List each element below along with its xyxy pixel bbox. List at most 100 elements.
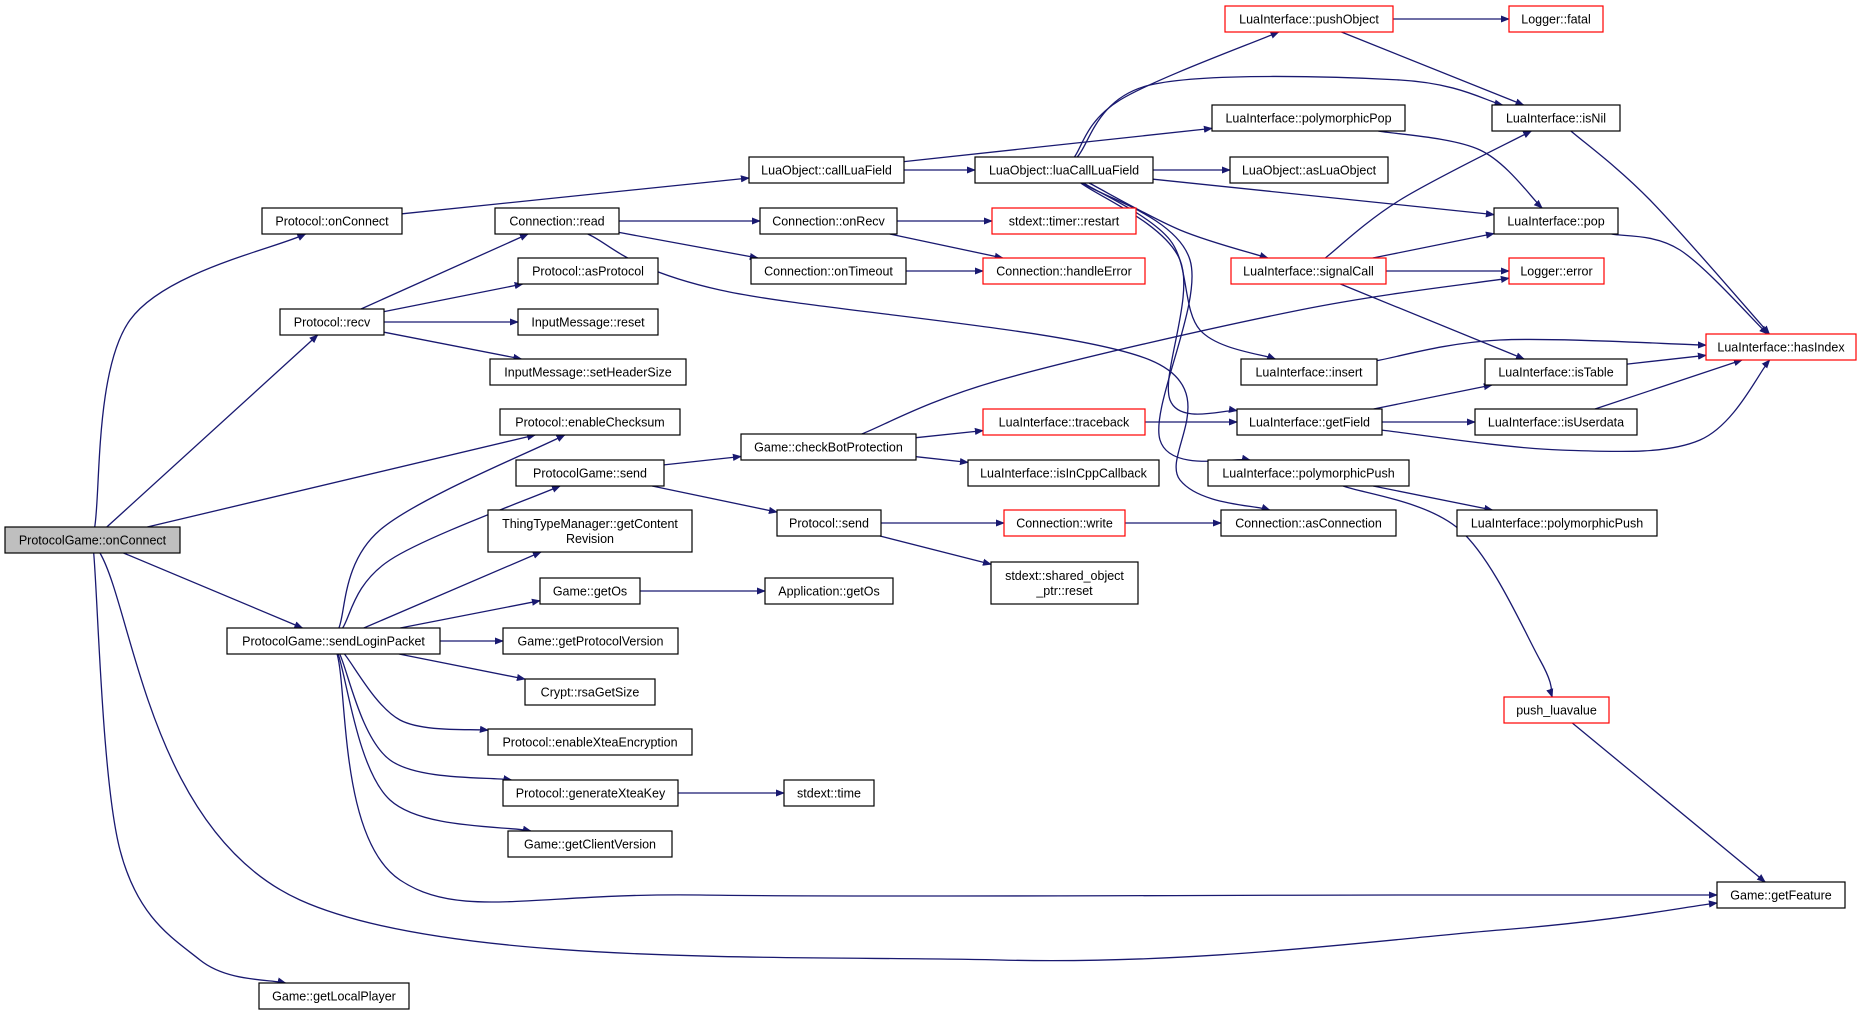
node-pg-send[interactable]: ProtocolGame::send [515,459,665,487]
node-conn-ontimeout[interactable]: Connection::onTimeout [750,257,907,285]
edge-line [400,598,541,629]
node-proto-enablechecksum[interactable]: Protocol::enableChecksum [499,408,681,436]
node-label: ProtocolGame::onConnect [19,533,167,547]
edge-line [147,433,537,528]
node-label: LuaObject::callLuaField [761,163,892,177]
node-box [750,257,907,285]
edge-line [1626,352,1707,365]
edge-line [587,233,1271,511]
node-label: Protocol::enableXteaEncryption [502,735,677,749]
node-logger-error[interactable]: Logger::error [1508,257,1605,285]
node-conn-handleerror[interactable]: Connection::handleError [982,257,1146,285]
node-box [517,257,659,285]
node-li-istable[interactable]: LuaInterface::isTable [1484,358,1628,386]
node-luaobj-callluafield[interactable]: LuaObject::callLuaField [748,156,905,184]
edge-line [1376,338,1707,362]
node-box [982,408,1146,436]
node-proto-asprotocol[interactable]: Protocol::asProtocol [517,257,659,285]
node-pg-sendlogin[interactable]: ProtocolGame::sendLoginPacket [226,627,441,655]
node-root[interactable]: ProtocolGame::onConnect [4,526,181,554]
node-li-signalcall[interactable]: LuaInterface::signalCall [1230,257,1387,285]
node-li-hasindex[interactable]: LuaInterface::hasIndex [1705,333,1857,361]
node-box [524,678,656,706]
edge-line [1340,283,1525,360]
node-li-isuserdata[interactable]: LuaInterface::isUserdata [1474,408,1638,436]
node-luaobj-asluaobject[interactable]: LuaObject::asLuaObject [1229,156,1389,184]
node-inmsg-setheader[interactable]: InputMessage::setHeaderSize [489,358,687,386]
edge-li_isuserdata-to-li_hasindex [1594,359,1743,410]
node-li-isnil[interactable]: LuaInterface::isNil [1491,104,1621,132]
node-li-insert[interactable]: LuaInterface::insert [1240,358,1378,386]
node-label: Connection::write [1016,516,1113,530]
node-conn-write[interactable]: Connection::write [1003,509,1126,537]
node-push-luavalue[interactable]: push_luavalue [1503,696,1610,724]
node-crypt-rsa[interactable]: Crypt::rsaGetSize [524,678,656,706]
node-game-getfeature[interactable]: Game::getFeature [1716,881,1846,909]
node-label: Game::getFeature [1730,888,1831,902]
edge-root-to-proto_onconnect [94,233,307,528]
node-box [764,577,894,605]
edge-li_polypush1-to-li_polypush2 [1372,485,1494,512]
node-game-checkbot[interactable]: Game::checkBotProtection [740,433,917,461]
node-proto-send[interactable]: Protocol::send [776,509,882,537]
node-game-getclientver[interactable]: Game::getClientVersion [507,830,673,858]
node-box [1503,696,1610,724]
edge-li_insert-to-li_hasindex [1376,338,1707,362]
node-box [1229,156,1389,184]
node-game-getlocalplayer[interactable]: Game::getLocalPlayer [258,982,410,1010]
edge-line [93,552,287,985]
node-proto-genxtea[interactable]: Protocol::generateXteaKey [502,779,679,807]
node-so-reset[interactable]: stdext::shared_object_ptr::reset [990,561,1139,605]
edge-luaobj_luacallluafield-to-li_pop [1152,178,1495,218]
edge-line [889,233,1004,260]
node-box [990,561,1139,605]
node-timer-restart[interactable]: stdext::timer::restart [991,207,1137,235]
edge-li_isnil-to-li_hasindex [1570,130,1770,335]
edge-line [1076,75,1504,158]
node-logger-fatal[interactable]: Logger::fatal [1508,5,1604,33]
node-box [494,207,620,235]
edge-line [1341,31,1525,106]
node-proto-recv[interactable]: Protocol::recv [279,308,385,336]
edge-line [360,233,529,310]
node-conn-read[interactable]: Connection::read [494,207,620,235]
node-box [499,408,681,436]
node-label: Connection::read [509,214,604,228]
node-li-pushobject[interactable]: LuaInterface::pushObject [1224,5,1394,33]
node-box [1716,881,1846,909]
node-li-getfield[interactable]: LuaInterface::getField [1236,408,1383,436]
node-stdext-time[interactable]: stdext::time [783,779,875,807]
edge-line [338,434,566,629]
edge-luaobj_luacallluafield-to-li_insert [1083,182,1277,360]
node-conn-onrecv[interactable]: Connection::onRecv [759,207,898,235]
node-box [748,156,905,184]
node-label: Protocol::recv [294,315,371,329]
node-conn-asconnection[interactable]: Connection::asConnection [1220,509,1397,537]
edge-proto_onconnect-to-luaobj_callluafield [401,175,750,215]
node-li-pop[interactable]: LuaInterface::pop [1493,207,1619,235]
edge-root-to-pg_sendlogin [123,552,304,629]
edge-line [383,331,523,361]
node-box [1705,333,1857,361]
node-box [279,308,385,336]
node-proto-onconnect[interactable]: Protocol::onConnect [261,207,403,235]
edge-line [94,233,307,528]
node-app-getos[interactable]: Application::getOs [764,577,894,605]
node-proto-enablextea[interactable]: Protocol::enableXteaEncryption [487,728,693,756]
node-inmsg-reset[interactable]: InputMessage::reset [517,308,659,336]
node-label: stdext::shared_object [1005,569,1124,583]
node-game-getprotover[interactable]: Game::getProtocolVersion [502,627,679,655]
node-li-isincppcallback[interactable]: LuaInterface::isInCppCallback [967,459,1160,487]
node-li-polypop[interactable]: LuaInterface::polymorphicPop [1211,104,1406,132]
edge-luaobj_luacallluafield-to-li_polypush1 [1081,182,1251,462]
node-li-polypush1[interactable]: LuaInterface::polymorphicPush [1207,459,1410,487]
node-game-getos[interactable]: Game::getOs [539,577,641,605]
node-li-traceback[interactable]: LuaInterface::traceback [982,408,1146,436]
edge-pg_send-to-proto_send [651,485,778,514]
node-box [991,207,1137,235]
node-label: InputMessage::setHeaderSize [504,365,672,379]
node-li-polypush2[interactable]: LuaInterface::polymorphicPush [1456,509,1658,537]
node-luaobj-luacallluafield[interactable]: LuaObject::luaCallLuaField [974,156,1154,184]
